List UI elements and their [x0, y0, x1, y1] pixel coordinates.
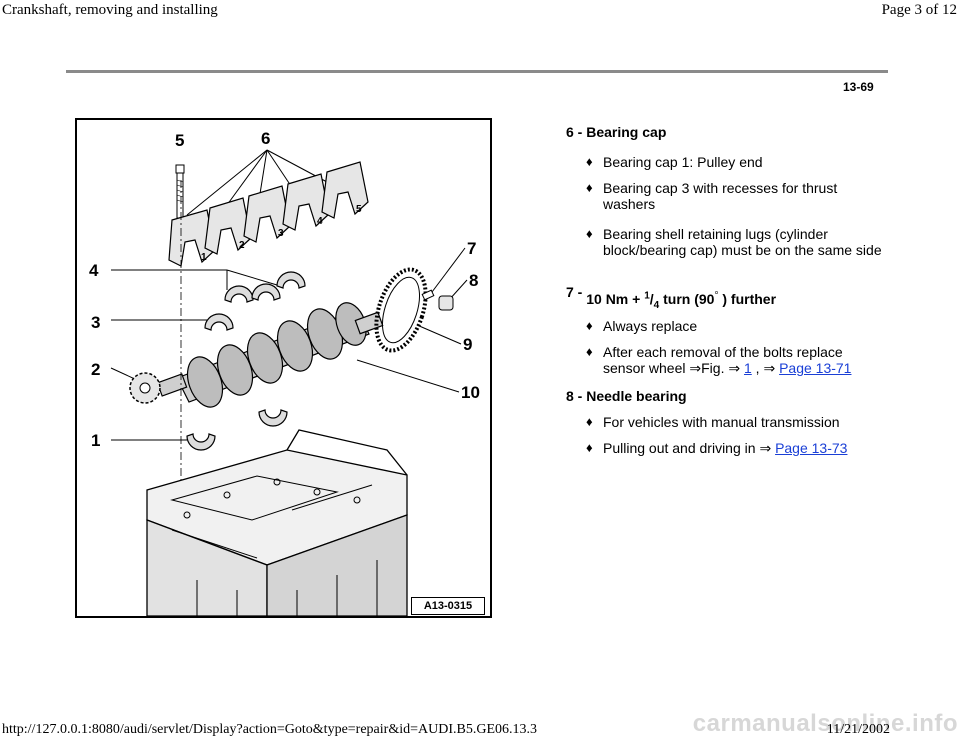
bearing-cap-bolt — [175, 164, 185, 219]
bullet-diamond-icon: ♦ — [586, 440, 593, 455]
item-8-bullet-1: ♦ For vehicles with manual transmission — [586, 414, 886, 430]
callout-7: 7 — [467, 239, 476, 258]
bullet-text: For vehicles with manual transmission — [603, 414, 840, 430]
callout-6: 6 — [261, 129, 270, 148]
item-6-bullet-1: ♦ Bearing cap 1: Pulley end — [586, 154, 886, 170]
item-7-bullet-1: ♦ Always replace — [586, 318, 886, 334]
bullet-diamond-icon: ♦ — [586, 154, 593, 169]
arrow-icon: ⇒ — [763, 360, 776, 376]
figure-1-link[interactable]: 1 — [743, 360, 752, 376]
footer-url: http://127.0.0.1:8080/audi/servlet/Displ… — [2, 722, 537, 737]
bullet-text: After each removal of the bolts replace … — [603, 344, 852, 376]
leader-lines — [110, 149, 468, 441]
arrow-icon: ⇒ — [759, 440, 772, 456]
callout-4: 4 — [89, 261, 99, 280]
page-number: 13-69 — [843, 80, 874, 94]
lower-bearing-shells — [186, 409, 288, 451]
bullet-diamond-icon: ♦ — [586, 414, 593, 429]
item-7-bullet-2: ♦ After each removal of the bolts replac… — [586, 344, 886, 376]
arrow-icon: ⇒ — [689, 360, 702, 376]
sensor-wheel — [374, 267, 428, 353]
needle-bearing — [438, 295, 454, 311]
crankshaft — [156, 302, 384, 408]
item-8-number: 8 - — [566, 388, 583, 404]
item-8-heading: 8 - Needle bearing — [566, 388, 687, 404]
footer-date: 11/21/2002 — [826, 722, 890, 737]
bullet-diamond-icon: ♦ — [586, 180, 593, 195]
item-6-number: 6 - — [566, 124, 583, 140]
svg-text:5: 5 — [356, 204, 362, 215]
document-title: Crankshaft, removing and installing — [2, 2, 218, 18]
item-7-title: 10 Nm + 1/4 turn (90° ) further — [586, 290, 777, 311]
callout-1: 1 — [91, 431, 100, 450]
bullet-diamond-icon: ♦ — [586, 226, 593, 241]
page-counter: Page 3 of 12 — [881, 2, 957, 18]
callout-2: 2 — [91, 360, 100, 379]
callout-3: 3 — [91, 313, 100, 332]
header-rule — [66, 70, 888, 73]
figure-reference-label: A13-0315 — [411, 597, 485, 615]
item-7-heading: 7 - 10 Nm + 1/4 turn (90° ) further — [566, 283, 777, 311]
item-7-number: 7 - — [566, 283, 583, 300]
bearing-cap-numbers: 1 2 3 4 5 — [201, 204, 362, 263]
svg-text:4: 4 — [317, 216, 323, 227]
bullet-text: Bearing shell retaining lugs (cylinder b… — [603, 226, 882, 258]
crankshaft-exploded-diagram: 5 6 7 8 4 3 9 2 10 1 — [89, 129, 480, 616]
callout-8: 8 — [469, 271, 478, 290]
arrow-icon: ⇒ — [728, 360, 741, 376]
bullet-text: Bearing cap 1: Pulley end — [603, 154, 763, 170]
bullet-text: Bearing cap 3 with recesses for thrust w… — [603, 180, 838, 212]
exploded-view-figure: 5 6 7 8 4 3 9 2 10 1 — [75, 118, 492, 618]
cylinder-block — [146, 429, 408, 616]
svg-text:3: 3 — [278, 228, 284, 239]
item-6-heading: 6 - Bearing cap — [566, 124, 666, 140]
bullet-diamond-icon: ♦ — [586, 344, 593, 359]
item-8-bullet-2: ♦ Pulling out and driving in ⇒ Page 13-7… — [586, 440, 886, 456]
upper-bearing-shell — [204, 313, 234, 331]
bullet-text: Always replace — [603, 318, 698, 334]
callout-10: 10 — [461, 383, 480, 402]
callout-5: 5 — [175, 131, 184, 150]
item-8-title: Needle bearing — [586, 388, 687, 404]
sensor-wheel-bolt — [421, 289, 435, 301]
bullet-text: Pulling out and driving in ⇒ Page 13-73 — [603, 440, 848, 456]
thrust-washers — [224, 271, 306, 303]
crankshaft-sprocket — [129, 372, 161, 404]
item-6-bullet-2: ♦ Bearing cap 3 with recesses for thrust… — [586, 180, 886, 212]
item-6-title: Bearing cap — [586, 124, 667, 140]
svg-text:1: 1 — [201, 252, 207, 263]
watermark-logo: carmanualsonline.info — [692, 710, 958, 737]
callout-9: 9 — [463, 335, 472, 354]
page-13-73-link[interactable]: Page 13-73 — [775, 440, 848, 456]
svg-text:2: 2 — [239, 240, 245, 251]
page-13-71-link[interactable]: Page 13-71 — [779, 360, 852, 376]
bullet-diamond-icon: ♦ — [586, 318, 593, 333]
bearing-caps — [168, 161, 369, 267]
item-6-bullet-3: ♦ Bearing shell retaining lugs (cylinder… — [586, 226, 886, 258]
